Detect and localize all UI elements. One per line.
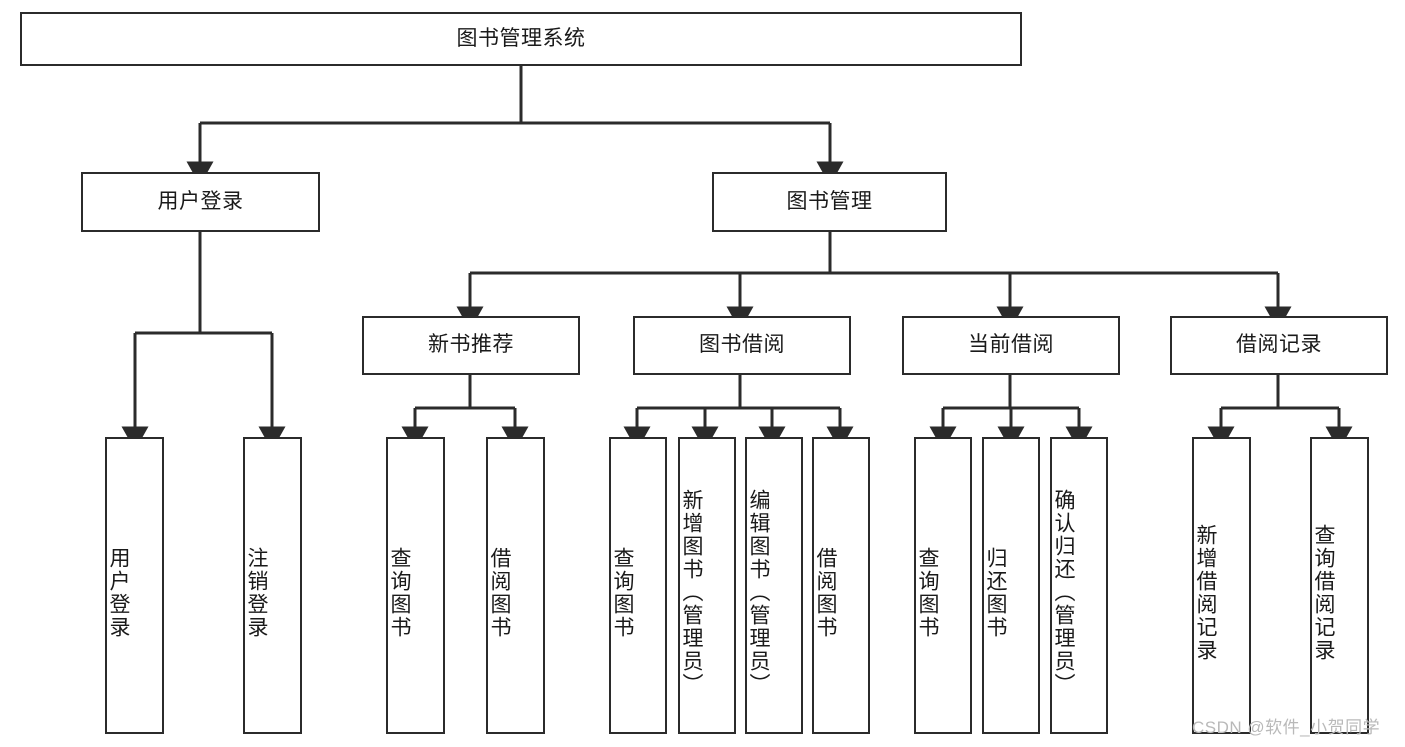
node-leaf-user-login[interactable]: 用户登录: [105, 437, 164, 734]
node-current-borrow[interactable]: 当前借阅: [902, 316, 1120, 375]
node-leaf-logout[interactable]: 注销登录: [243, 437, 302, 734]
node-leaf-query-record[interactable]: 查询借阅记录: [1310, 437, 1369, 734]
node-leaf-query-book-2[interactable]: 查询图书: [609, 437, 667, 734]
node-user-login[interactable]: 用户登录: [81, 172, 320, 232]
node-leaf-confirm-return[interactable]: 确认归还（管理员）: [1050, 437, 1108, 734]
node-label: 归还图书: [984, 546, 1008, 639]
node-label: 确认归还（管理员）: [1052, 489, 1076, 696]
node-label: 查询图书: [388, 546, 412, 639]
node-book-borrow[interactable]: 图书借阅: [633, 316, 851, 375]
node-leaf-borrow-book-2[interactable]: 借阅图书: [812, 437, 870, 734]
node-label: 新书推荐: [428, 333, 514, 357]
node-label: 借阅记录: [1236, 333, 1322, 357]
edge-group: [121, 66, 1353, 451]
node-label: 借阅图书: [488, 546, 512, 639]
node-label: 用户登录: [107, 546, 131, 639]
node-book-manage[interactable]: 图书管理: [712, 172, 947, 232]
node-label: 借阅图书: [814, 546, 838, 639]
node-label: 新增借阅记录: [1194, 523, 1218, 662]
node-leaf-query-book-3[interactable]: 查询图书: [914, 437, 972, 734]
node-label: 注销登录: [245, 546, 269, 639]
node-label: 编辑图书（管理员）: [747, 489, 771, 696]
node-new-book-rec[interactable]: 新书推荐: [362, 316, 580, 375]
node-label: 用户登录: [157, 189, 244, 213]
node-label: 新增图书（管理员）: [680, 489, 704, 696]
node-label: 查询图书: [916, 546, 940, 639]
node-label: 图书借阅: [699, 333, 785, 357]
node-root[interactable]: 图书管理系统: [20, 12, 1022, 66]
node-label: 查询借阅记录: [1312, 523, 1336, 662]
node-leaf-add-record[interactable]: 新增借阅记录: [1192, 437, 1251, 734]
node-label: 当前借阅: [968, 333, 1054, 357]
node-label: 图书管理系统: [456, 26, 586, 50]
node-label: 查询图书: [611, 546, 635, 639]
node-label: 图书管理: [786, 189, 873, 213]
node-leaf-borrow-book-1[interactable]: 借阅图书: [486, 437, 545, 734]
csdn-watermark: CSDN @软件_小贺同学: [1192, 718, 1381, 737]
node-leaf-add-book[interactable]: 新增图书（管理员）: [678, 437, 736, 734]
node-leaf-return-book[interactable]: 归还图书: [982, 437, 1040, 734]
node-leaf-query-book-1[interactable]: 查询图书: [386, 437, 445, 734]
node-borrow-record[interactable]: 借阅记录: [1170, 316, 1388, 375]
node-leaf-edit-book[interactable]: 编辑图书（管理员）: [745, 437, 803, 734]
